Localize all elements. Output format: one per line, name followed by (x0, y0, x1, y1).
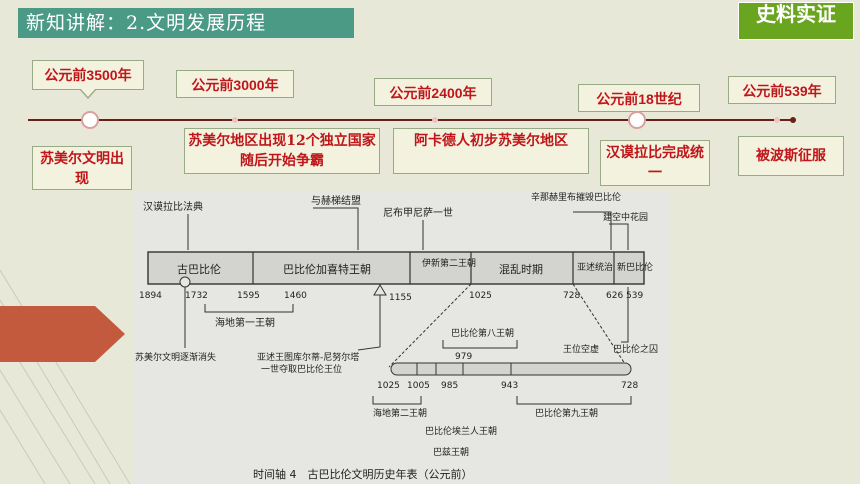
lower-year-979: 979 (455, 352, 472, 362)
label-babylonian-captivity: 巴比伦之囚 (613, 343, 658, 355)
lower-year-1025: 1025 (377, 381, 400, 391)
event-2-description: 苏美尔地区出现12个独立国家随后开始争霸 (184, 128, 380, 174)
label-elamite-dynasty: 巴比伦埃兰人王朝 (425, 425, 497, 437)
label-sennacherib: 辛那赫里布摧毁巴比伦 (531, 192, 621, 203)
event-2-date: 公元前3000年 (176, 70, 294, 98)
event-1-marker[interactable] (81, 111, 99, 129)
year-1595: 1595 (237, 291, 260, 301)
label-sealand-i: 海地第一王朝 (215, 316, 275, 329)
segment-assyrian: 亚述统治 (577, 261, 613, 273)
lower-year-943: 943 (501, 381, 518, 391)
segment-kassite: 巴比伦加喜特王朝 (283, 262, 371, 276)
source-evidence-badge[interactable]: 史料实证 (738, 2, 854, 40)
label-babylon-ix: 巴比伦第九王朝 (535, 407, 598, 419)
page-title: 新知讲解：2.文明发展历程 (18, 8, 354, 38)
segment-old-babylon: 古巴比伦 (177, 262, 221, 276)
label-tukulti-ninurta: 亚述王图库尔蒂-尼努尔塔 (257, 351, 359, 363)
year-1025: 1025 (469, 291, 492, 301)
year-626: 626 (606, 291, 623, 301)
label-hammurabi-code: 汉谟拉比法典 (143, 200, 203, 213)
timeline-axis (28, 119, 794, 121)
label-sealand-ii: 海地第二王朝 (373, 407, 427, 419)
event-2-marker[interactable] (232, 117, 238, 123)
year-1155: 1155 (389, 293, 412, 303)
label-hittite-alliance: 与赫梯结盟 (311, 194, 361, 207)
event-3-date: 公元前2400年 (374, 78, 492, 106)
label-sumer-disappears: 苏美尔文明逐渐消失 (135, 351, 216, 363)
label-nebuchadnezzar-i: 尼布甲尼萨一世 (383, 207, 453, 219)
timeline-end-marker (790, 117, 796, 123)
event-5-description: 被波斯征服 (738, 136, 844, 176)
segment-neo-babylon: 新巴比伦 (617, 261, 653, 273)
lower-year-985: 985 (441, 381, 458, 391)
event-1-date: 公元前3500年 (32, 60, 144, 90)
year-728: 728 (563, 291, 580, 301)
event-3-marker[interactable] (432, 117, 438, 123)
event-4-description: 汉谟拉比完成统一 (600, 140, 710, 186)
year-1894: 1894 (139, 291, 162, 301)
event-1-description: 苏美尔文明出现 (32, 146, 132, 190)
figure-caption: 时间轴 4 古巴比伦文明历史年表（公元前） (253, 467, 473, 481)
year-1732: 1732 (185, 291, 208, 301)
label-babylon-viii: 巴比伦第八王朝 (451, 327, 514, 339)
label-hanging-gardens: 建空中花园 (603, 211, 648, 223)
segment-isin-ii: 伊新第二王朝 (422, 257, 476, 269)
year-1460: 1460 (284, 291, 307, 301)
lower-year-1005: 1005 (407, 381, 430, 391)
event-3-description: 阿卡德人初步苏美尔地区 (393, 128, 589, 174)
year-539: 539 (626, 291, 643, 301)
event-4-date: 公元前18世纪 (578, 84, 700, 112)
event-5-date: 公元前539年 (728, 76, 836, 104)
label-throne-vacant: 王位空虚 (563, 343, 599, 355)
event-4-marker[interactable] (628, 111, 646, 129)
event-5-marker[interactable] (774, 117, 780, 123)
lower-year-728: 728 (621, 381, 638, 391)
slide-arrow-decoration (0, 306, 125, 362)
chronology-figure: 古巴比伦 巴比伦加喜特王朝 伊新第二王朝 混乱时期 亚述统治 新巴比伦 汉谟拉比… (133, 192, 670, 483)
label-bazi-dynasty: 巴兹王朝 (433, 446, 469, 458)
segment-chaos: 混乱时期 (499, 263, 543, 276)
label-tukulti-ninurta-2: 一世夺取巴比伦王位 (261, 363, 342, 375)
event-1-pointer (79, 88, 97, 99)
